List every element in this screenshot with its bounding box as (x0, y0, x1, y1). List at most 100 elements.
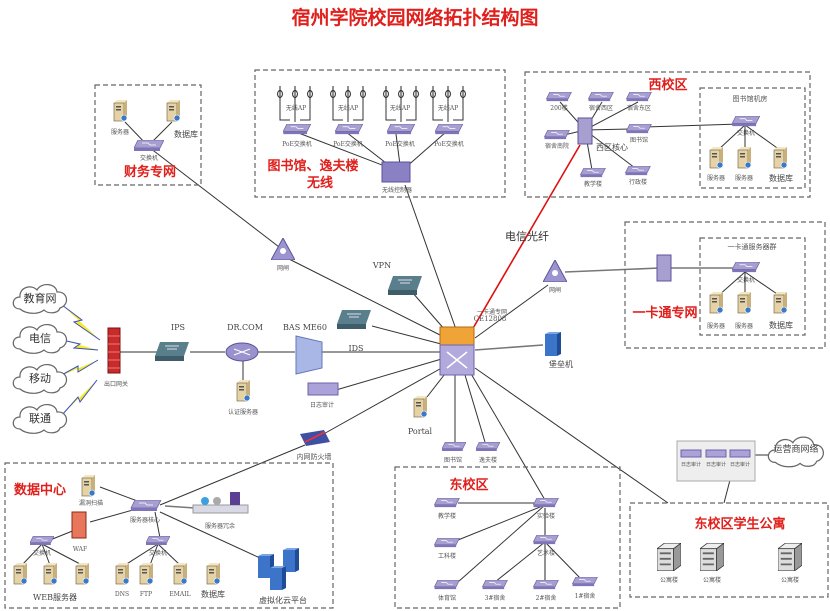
bastion-host-icon (545, 332, 561, 356)
portal-label: Portal (408, 427, 433, 436)
ap-group-1: 无线AP (277, 86, 313, 122)
svg-text:联通: 联通 (29, 412, 51, 425)
svg-text:数据库: 数据库 (769, 173, 793, 183)
wireless-title: 图书馆、逸夫楼 (267, 158, 358, 174)
svg-text:日志审计: 日志审计 (681, 461, 701, 468)
dorm-title: 东校区学生公寓 (694, 516, 785, 532)
ap-group-2: 无线AP (330, 86, 366, 122)
auth-server-icon (236, 380, 251, 402)
fiber-label: 电信光纤 (505, 229, 549, 243)
vpn-label: VPN (372, 261, 391, 270)
audit-group: 日志审计 日志审计 日志审计 运营商网络 (676, 436, 825, 482)
svg-text:无线控制器: 无线控制器 (382, 186, 412, 194)
svg-text:图书馆机房: 图书馆机房 (733, 94, 768, 103)
svg-text:电信: 电信 (29, 332, 51, 345)
svg-text:服务器: 服务器 (735, 322, 753, 330)
ips-label: IPS (171, 323, 185, 332)
svg-text:西区核心: 西区核心 (596, 142, 628, 152)
svg-text:日志审计: 日志审计 (730, 461, 750, 468)
ap-group-3: 无线AP (383, 86, 419, 122)
label: 图书馆 (444, 456, 462, 464)
poe-switch-icon (335, 124, 363, 135)
svg-text:公寓楼: 公寓楼 (781, 576, 799, 584)
svg-text:服务器: 服务器 (735, 174, 753, 182)
card-title: 一卡通专网 (632, 305, 697, 321)
label: 逸夫楼 (479, 456, 497, 464)
svg-text:一卡通服务器群: 一卡通服务器群 (728, 242, 777, 251)
west-title: 西校区 (648, 77, 687, 93)
page-title: 宿州学院校园网络拓扑结构图 (291, 6, 538, 29)
svg-text:PoE交换机: PoE交换机 (434, 140, 464, 148)
svg-text:数据库: 数据库 (201, 589, 225, 599)
switch-icon (476, 442, 500, 452)
svg-text:交换机: 交换机 (737, 129, 755, 137)
svg-text:FTP: FTP (140, 591, 152, 598)
svg-text:教学楼: 教学楼 (438, 512, 456, 520)
svg-text:公寓楼: 公寓楼 (660, 576, 678, 584)
datacenter-title: 数据中心 (14, 482, 66, 498)
database-icon (166, 100, 181, 122)
svg-text:服务器核心: 服务器核心 (130, 516, 160, 524)
core-switch: 一卡通专网 CE12808 (439, 308, 507, 376)
connections (21, 101, 781, 583)
isp-clouds: 教育网 电信 移动 联通 (12, 283, 68, 434)
log-audit-icon (307, 382, 339, 396)
svg-text:数据库: 数据库 (769, 320, 793, 330)
svg-text:CE12808: CE12808 (474, 315, 507, 323)
svg-text:服务器: 服务器 (707, 174, 725, 182)
svg-text:BAS ME60: BAS ME60 (283, 323, 327, 332)
svg-text:运营商网络: 运营商网络 (773, 443, 818, 455)
switch-icon (134, 140, 164, 152)
svg-text:无线AP: 无线AP (438, 104, 458, 112)
west-campus: 西校区 西区核心 200楼 宿舍西区 宿舍东区 宿舍南院 图书馆 教学楼 行政楼… (524, 71, 811, 198)
east-title: 东校区 (449, 477, 488, 493)
gateway-label: 网闸 (277, 264, 289, 272)
svg-text:1#宿舍: 1#宿舍 (575, 592, 596, 600)
svg-text:服务器冗余: 服务器冗余 (205, 522, 235, 530)
exit-gateway: 出口网关 (104, 327, 128, 388)
svg-text:交换机: 交换机 (149, 549, 167, 557)
svg-text:EMAIL: EMAIL (169, 591, 190, 598)
switch-icon (442, 442, 466, 452)
svg-text:PoE交换机: PoE交换机 (333, 140, 363, 148)
svg-text:虚拟化云平台: 虚拟化云平台 (259, 595, 307, 605)
ips-icon (155, 342, 189, 362)
svg-text:交换机: 交换机 (33, 549, 51, 557)
svg-text:交换机: 交换机 (737, 276, 755, 284)
gateway-icon (543, 260, 567, 282)
svg-text:一卡通专网: 一卡通专网 (477, 308, 507, 316)
bas-device: BAS ME60 (283, 323, 327, 375)
svg-text:工科楼: 工科楼 (438, 552, 456, 560)
svg-text:网闸: 网闸 (549, 286, 561, 294)
storage-icon (192, 492, 249, 514)
waf-icon (71, 511, 87, 539)
svg-text:教学楼: 教学楼 (584, 180, 602, 188)
poe-switch-icon (283, 124, 311, 135)
svg-text:宿舍东区: 宿舍东区 (627, 104, 651, 112)
poe-switch-icon (387, 124, 415, 135)
svg-text:200楼: 200楼 (550, 104, 567, 112)
ap-group-4: 无线AP (430, 86, 466, 122)
firewall-icon (656, 254, 672, 282)
svg-text:日志审计: 日志审计 (706, 461, 726, 468)
svg-text:WEB服务器: WEB服务器 (33, 592, 77, 602)
svg-text:内网防火墙: 内网防火墙 (297, 452, 332, 461)
log-audit-label: 日志审计 (310, 401, 334, 409)
inner-firewall: 内网防火墙 (297, 430, 332, 461)
label: 服务器 (111, 128, 129, 136)
server-icon (113, 100, 128, 122)
svg-text:宿舍西区: 宿舍西区 (589, 104, 613, 112)
svg-text:2#宿舍: 2#宿舍 (536, 594, 557, 602)
svg-text:3#宿舍: 3#宿舍 (485, 594, 506, 602)
svg-text:服务器: 服务器 (707, 322, 725, 330)
finance-network: 服务器 数据库 交换机 财务专网 (94, 84, 202, 186)
svg-text:无线AP: 无线AP (390, 104, 410, 112)
wireless-controller-icon (381, 161, 411, 183)
svg-text:无线AP: 无线AP (338, 104, 358, 112)
bastion-label: 堡垒机 (549, 359, 573, 369)
svg-text:出口网关: 出口网关 (104, 380, 128, 388)
svg-text:WAF: WAF (73, 546, 87, 553)
core-switch-icon (577, 117, 593, 145)
drcom-router: DR.COM (225, 323, 263, 362)
